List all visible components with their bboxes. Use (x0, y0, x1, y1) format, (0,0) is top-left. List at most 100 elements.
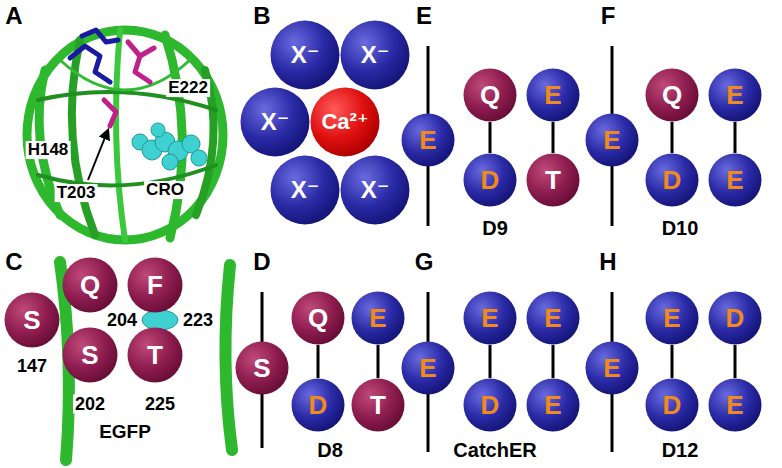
residue-letter: T (370, 392, 386, 418)
residue-letter: Ca²⁺ (321, 111, 368, 133)
residue-link (671, 345, 674, 378)
residue-letter: Q (480, 82, 500, 108)
residue-letter: Q (80, 272, 100, 298)
protein-ribbon (27, 30, 223, 240)
residue-letter: S (81, 342, 98, 368)
ball-shape (63, 258, 118, 313)
residue-link (734, 345, 737, 378)
ball-shape (527, 69, 580, 122)
residue-ball: E (526, 291, 580, 345)
residue-letter: E (726, 82, 743, 108)
residue-ball: E (401, 113, 455, 167)
ball-shape (352, 379, 405, 432)
variant-name: D9 (480, 218, 510, 239)
residue-letter: X⁻ (291, 178, 320, 202)
residue-link (317, 345, 320, 378)
residue-letter: Q (308, 305, 328, 331)
ball-shape (646, 292, 699, 345)
residue-link (552, 345, 555, 378)
residue-letter: D (726, 305, 745, 331)
residue-letter: E (603, 355, 620, 381)
residue-ball: E (708, 378, 762, 432)
residue-letter: X⁻ (261, 110, 290, 134)
residue-ball: E (645, 291, 699, 345)
panel-letter: F (599, 3, 618, 28)
panel-letter: C (3, 249, 24, 274)
anion-ball: X⁻ (240, 87, 310, 157)
residue-ball: Q (463, 68, 517, 122)
residue-letter: E (419, 127, 436, 153)
residue-ball: E (401, 341, 455, 395)
ball-shape (527, 154, 580, 207)
backbone-lines (262, 46, 612, 452)
residue-letter: E (481, 305, 498, 331)
residue-ball: Q (645, 68, 699, 122)
anion-ball: X⁻ (340, 20, 410, 90)
residue-link (489, 345, 492, 378)
residue-letter: D (309, 392, 328, 418)
variant-name: D12 (660, 440, 701, 461)
variant-name: D10 (660, 218, 701, 239)
residue-letter: E (544, 392, 561, 418)
anion-ball: X⁻ (270, 20, 340, 90)
ball-shape (464, 379, 517, 432)
chromophore-label: CRO (144, 181, 186, 199)
residue-ball: E (526, 68, 580, 122)
ball-shape (341, 21, 410, 90)
ball-shape (311, 88, 380, 157)
residue-ball: S (62, 327, 118, 383)
residue-number: 225 (143, 395, 177, 414)
ball-shape (402, 342, 455, 395)
anion-ball: X⁻ (270, 155, 340, 225)
residue-ball: S (235, 341, 289, 395)
residue-letter: D (481, 167, 500, 193)
panel-letter: H (597, 249, 618, 274)
calcium-ball: Ca²⁺ (310, 87, 380, 157)
residue-letter: S (253, 355, 270, 381)
residue-ball: D (645, 378, 699, 432)
ball-shape (646, 69, 699, 122)
leader-arrow (88, 130, 108, 180)
residue-ball: D (708, 291, 762, 345)
residue-ball: E (463, 291, 517, 345)
anion-ball: X⁻ (340, 155, 410, 225)
residue-number: 204 (105, 311, 139, 330)
ball-shape (709, 154, 762, 207)
residue-letter: T (147, 342, 163, 368)
residue-ball: E (585, 113, 639, 167)
residue-letter: E (726, 392, 743, 418)
ball-shape (241, 88, 310, 157)
residue-label: E222 (166, 79, 210, 97)
residue-ball: T (351, 378, 405, 432)
panel-letter: G (413, 249, 436, 274)
ball-shape (63, 328, 118, 383)
ball-shape (5, 293, 60, 348)
ball-shape (128, 258, 183, 313)
panel-letter: E (414, 3, 434, 28)
residue-link (489, 122, 492, 153)
ball-shape (352, 292, 405, 345)
residue-letter: Q (662, 82, 682, 108)
ball-shape (236, 342, 289, 395)
residue-link (671, 122, 674, 153)
residue-ball: T (526, 153, 580, 207)
residue-ball: D (463, 153, 517, 207)
residue-letter: X⁻ (361, 178, 390, 202)
residue-letter: E (419, 355, 436, 381)
residue-ball: E (708, 153, 762, 207)
protein-name: EGFP (97, 422, 153, 442)
residue-letter: E (544, 305, 561, 331)
residue-letter: E (603, 127, 620, 153)
ball-shape (709, 379, 762, 432)
ball-shape (464, 292, 517, 345)
residue-link (734, 122, 737, 153)
residue-ball: T (127, 327, 183, 383)
residue-letter: E (369, 305, 386, 331)
residue-sticks (70, 30, 154, 126)
variant-name: CatchER (451, 440, 538, 461)
residue-ball: Q (291, 291, 345, 345)
residue-ball: F (127, 257, 183, 313)
ball-shape (709, 292, 762, 345)
ball-shape (128, 328, 183, 383)
